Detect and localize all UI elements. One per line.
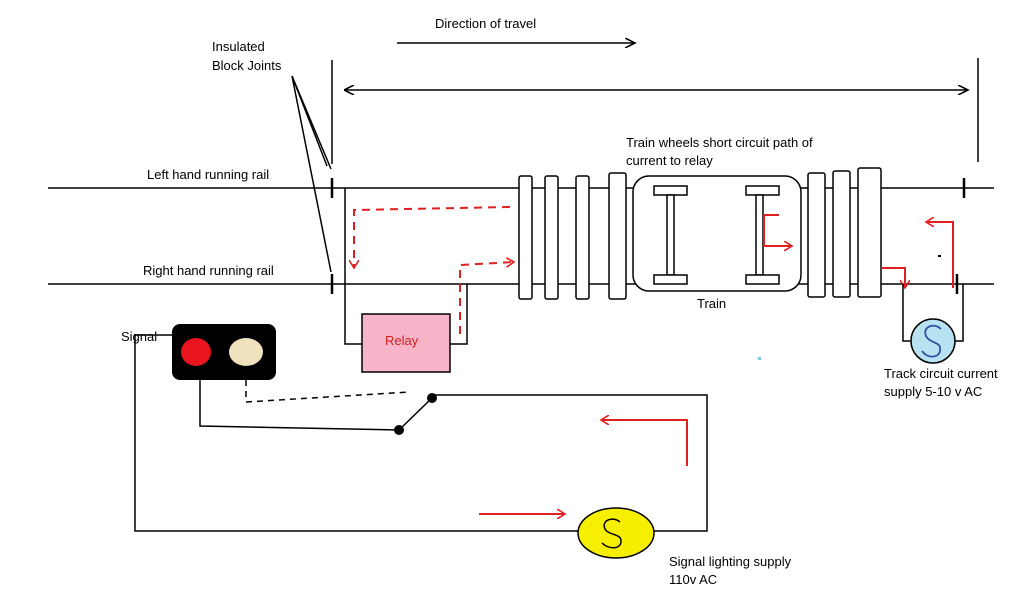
signal-off-aspect: [229, 338, 263, 366]
sleeper: [608, 172, 627, 300]
track-supply-wire-return: [953, 284, 964, 342]
stray-dot: [758, 357, 761, 360]
sleepers: [518, 167, 882, 300]
wheel: [653, 274, 688, 285]
left-rail-label: Left hand running rail: [147, 167, 269, 182]
signal-circuit-wire-return: [134, 334, 580, 532]
sleeper: [807, 172, 826, 298]
switch-linkage: [245, 380, 410, 403]
ac-source-icon: [577, 507, 655, 559]
joint-pointer-middle: [291, 75, 328, 167]
wheel: [745, 185, 780, 196]
joints-label-line2: Block Joints: [212, 58, 282, 73]
sleeper: [544, 175, 559, 300]
relay-contact-switch-icon: [394, 393, 437, 435]
wheel: [653, 185, 688, 196]
stray-mark: [938, 255, 941, 257]
axle: [666, 194, 675, 276]
direction-label: Direction of travel: [435, 16, 536, 31]
sleeper: [857, 167, 882, 298]
relay: Relay: [361, 313, 451, 373]
wheels-label-line2: current to relay: [626, 153, 713, 168]
joint-pointer-lower: [291, 75, 332, 273]
current-track-supply-return: [926, 222, 954, 288]
signal-label: Signal: [121, 329, 157, 344]
right-rail-label: Right hand running rail: [143, 263, 274, 278]
train-label: Train: [697, 296, 726, 311]
signal-circuit-wire-upper: [431, 394, 708, 532]
track-supply-label-line1: Track circuit current: [884, 366, 998, 381]
wheels-label-line1: Train wheels short circuit path of: [626, 135, 813, 150]
current-path-from-relay: [459, 262, 514, 334]
signal-supply-label-line1: Signal lighting supply: [669, 554, 792, 569]
relay-label: Relay: [385, 333, 419, 348]
track-supply-label-line2: supply 5-10 v AC: [884, 384, 982, 399]
relay-wire-right: [450, 284, 468, 345]
current-through-axle: [763, 214, 792, 246]
signal: [172, 324, 276, 380]
signal-circuit-wire-lower: [199, 380, 400, 431]
ac-source-icon: [910, 318, 956, 364]
current-path-to-relay: [354, 206, 511, 268]
train: [632, 175, 802, 292]
wheel: [745, 274, 780, 285]
current-arrow-signal-right: [601, 420, 688, 466]
sleeper: [518, 175, 533, 300]
sleeper: [832, 170, 851, 298]
relay-wire-left: [344, 188, 362, 345]
axle: [755, 194, 764, 276]
track-supply-wire: [902, 284, 913, 342]
sleeper: [575, 175, 590, 300]
signal-red-aspect: [181, 338, 211, 366]
signal-supply-label-line2: 110v AC: [669, 572, 717, 587]
current-track-supply-out: [881, 267, 905, 288]
joints-label-line1: Insulated: [212, 39, 265, 54]
